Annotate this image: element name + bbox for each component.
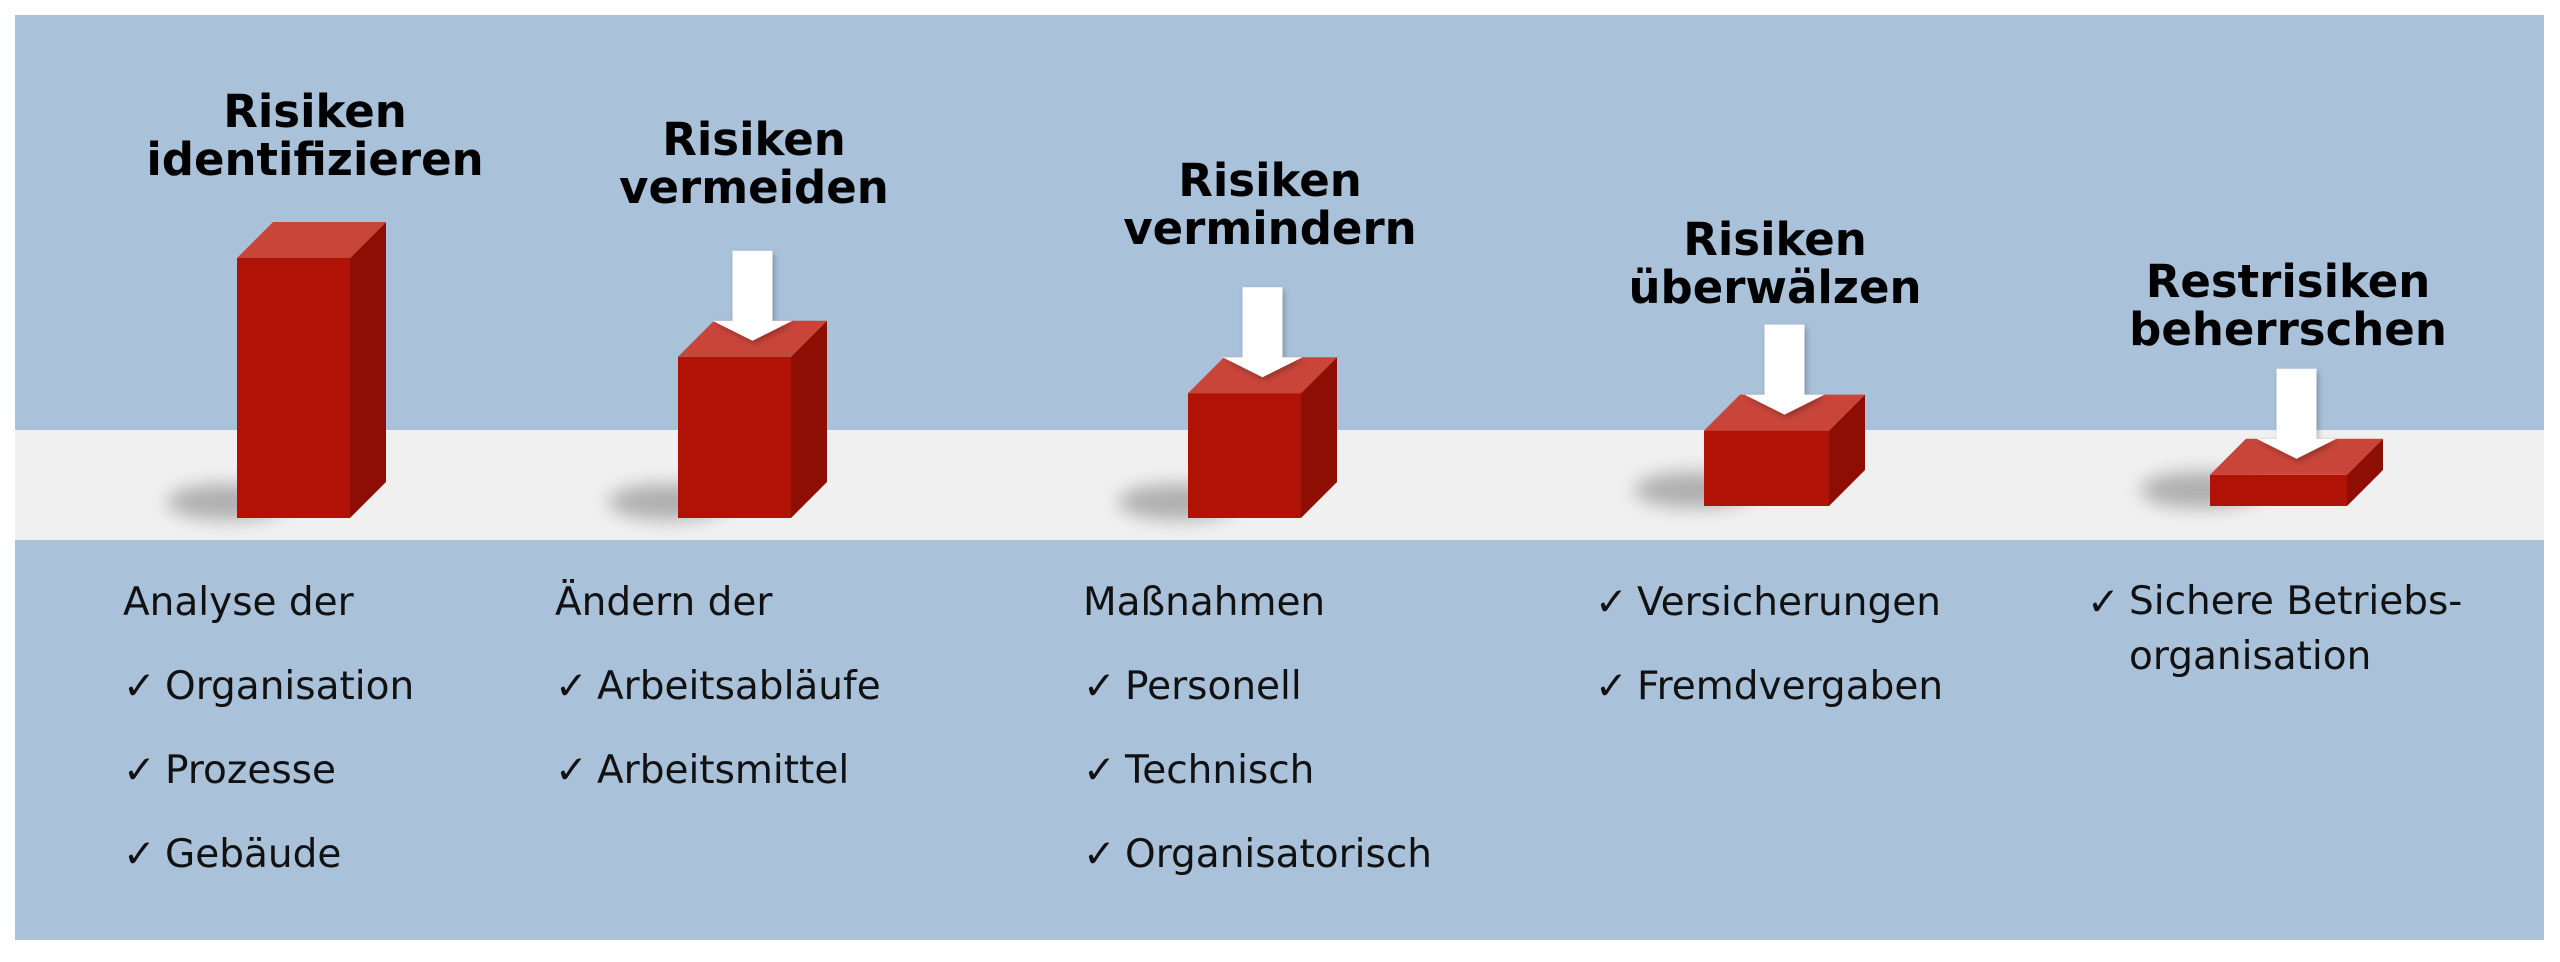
title-line: Risiken	[1683, 213, 1867, 266]
list-item-label: Organisatorisch	[1125, 826, 1432, 884]
checkmark-icon: ✓	[555, 748, 588, 793]
title-line: beherrschen	[2129, 303, 2447, 356]
list-item-label: Gebäude	[165, 826, 341, 884]
title-line: identifizieren	[146, 133, 484, 186]
list-item: ✓Organisatorisch	[1083, 826, 1432, 910]
block-side-face	[2347, 438, 2383, 506]
stage-1-block-group	[167, 222, 386, 520]
list-item-label: Organisation	[165, 658, 414, 716]
down-arrow-icon	[2256, 368, 2337, 459]
down-arrow-icon	[1744, 324, 1825, 415]
list-item-line: Arbeitsmittel	[597, 748, 850, 793]
list-item-label: Technisch	[1125, 742, 1314, 800]
block-side-face	[350, 222, 386, 518]
list-item: ✓Arbeitsmittel	[555, 742, 881, 826]
block-front-face	[2210, 474, 2347, 506]
checkmark-icon: ✓	[123, 832, 156, 877]
list-item-label: Arbeitsmittel	[597, 742, 849, 800]
list-intro-text: Analyse der	[123, 580, 354, 625]
stage-4-measures-list: ✓Versicherungen✓Fremdvergaben	[1595, 574, 1943, 742]
stage-5-block-group	[2140, 368, 2383, 508]
title-line: vermindern	[1123, 202, 1417, 255]
list-item-line: Sichere Betriebs-	[2129, 579, 2463, 624]
block-top-face	[237, 222, 386, 258]
list-item-line: organisation	[2129, 634, 2372, 679]
list-intro-text: Maßnahmen	[1083, 580, 1326, 625]
list-item-line: Technisch	[1125, 748, 1315, 793]
checkmark-icon: ✓	[123, 748, 156, 793]
list-item-label: Versicherungen	[1637, 574, 1941, 632]
checkmark-icon: ✓	[1083, 832, 1116, 877]
block-front-face	[1704, 430, 1829, 506]
down-arrow-icon	[712, 250, 793, 341]
stage-2-measures-list: Ändern der✓Arbeitsabläufe✓Arbeitsmittel	[555, 574, 881, 826]
list-item-label: Sichere Betriebs-organisation	[2129, 574, 2462, 684]
block-side-face	[791, 320, 827, 518]
list-item: ✓Personell	[1083, 658, 1432, 742]
list-item: ✓Prozesse	[123, 742, 414, 826]
list-item: ✓Organisation	[123, 658, 414, 742]
list-item: ✓Gebäude	[123, 826, 414, 910]
list-item: ✓Fremdvergaben	[1595, 658, 1943, 742]
list-item-line: Organisatorisch	[1125, 832, 1432, 877]
list-item-line: Fremdvergaben	[1637, 664, 1944, 709]
checkmark-icon: ✓	[123, 664, 156, 709]
block-side-face	[1829, 394, 1865, 506]
list-item-line: Personell	[1125, 664, 1302, 709]
checkmark-icon: ✓	[1083, 748, 1116, 793]
title-line: Risiken	[223, 85, 407, 138]
list-item: ✓Arbeitsabläufe	[555, 658, 881, 742]
checkmark-icon: ✓	[1595, 580, 1628, 625]
list-item: ✓Technisch	[1083, 742, 1432, 826]
title-line: Restrisiken	[2145, 255, 2431, 308]
list-item-line: Arbeitsabläufe	[597, 664, 881, 709]
stage-5-measures-list: ✓Sichere Betriebs-organisation	[2087, 574, 2462, 684]
list-item-label: Personell	[1125, 658, 1302, 716]
down-arrow-icon	[1222, 287, 1303, 378]
stage-3-block-group	[1118, 287, 1337, 520]
checkmark-icon: ✓	[2087, 580, 2120, 625]
stage-4-block-group	[1634, 324, 1865, 508]
block-side-face	[1301, 357, 1337, 518]
block-front-face	[1188, 393, 1301, 518]
list-item-line: Organisation	[165, 664, 415, 709]
checkmark-icon: ✓	[1595, 664, 1628, 709]
list-item-line: Prozesse	[165, 748, 336, 793]
list-intro-text: Ändern der	[555, 580, 773, 625]
title-line: Risiken	[1178, 154, 1362, 207]
list-item-line: Gebäude	[165, 832, 342, 877]
title-line: überwälzen	[1628, 261, 1922, 314]
list-item-line: Versicherungen	[1637, 580, 1941, 625]
checkmark-icon: ✓	[555, 664, 588, 709]
list-item-label: Arbeitsabläufe	[597, 658, 881, 716]
block-front-face	[237, 258, 350, 518]
list-item: ✓Sichere Betriebs-organisation	[2087, 574, 2462, 684]
list-item: ✓Versicherungen	[1595, 574, 1943, 658]
list-item-label: Fremdvergaben	[1637, 658, 1943, 716]
checkmark-icon: ✓	[1083, 664, 1116, 709]
block-front-face	[678, 356, 791, 518]
stage-1-measures-list: Analyse der✓Organisation✓Prozesse✓Gebäud…	[123, 574, 414, 910]
stage-3-measures-list: Maßnahmen✓Personell✓Technisch✓Organisato…	[1083, 574, 1432, 910]
title-line: vermeiden	[619, 161, 889, 214]
list-item-label: Prozesse	[165, 742, 336, 800]
stage-2-block-group	[608, 250, 827, 520]
title-line: Risiken	[662, 113, 846, 166]
